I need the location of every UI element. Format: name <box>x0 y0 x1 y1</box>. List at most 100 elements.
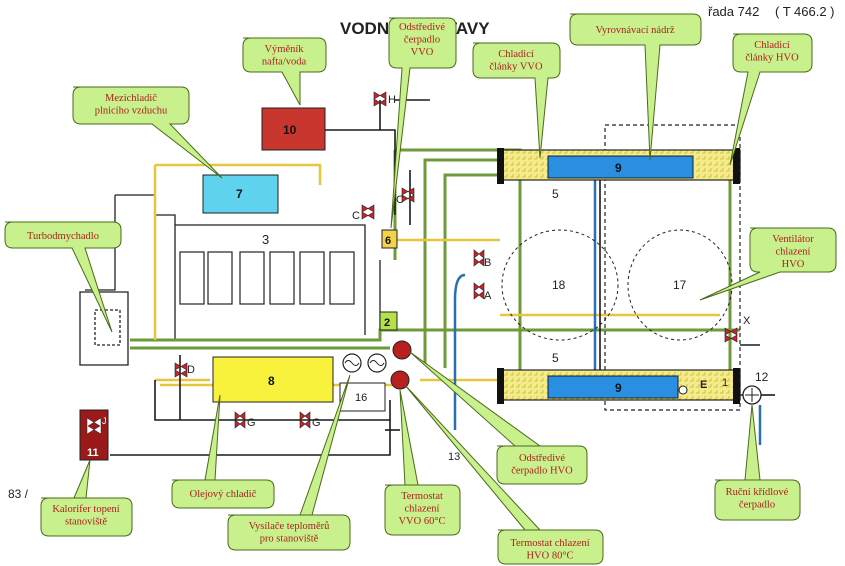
valve-h-icon <box>373 91 387 107</box>
valve-c1-label: C <box>352 210 360 222</box>
callout-pump-hvo-line-2: čerpadlo HVO <box>511 466 573 477</box>
callout-pump-hvo-line-1: Odstředivé <box>519 453 565 464</box>
svg-text:12: 12 <box>755 370 769 384</box>
callout-oil-pointer <box>204 394 221 481</box>
callout-cells-hvo-line-2: články HVO <box>745 53 799 64</box>
temperature-sensors: 16 <box>339 353 387 412</box>
svg-text:6: 6 <box>385 235 391 247</box>
thermostat-icon <box>390 370 410 390</box>
drain-label: 13 <box>448 451 460 463</box>
pump-hvo-icon <box>392 340 412 360</box>
callout-handpump-line-1: Ruční křídlové <box>726 487 789 498</box>
callout-intercooler-line-1: Mezichladič <box>105 93 157 104</box>
valves <box>174 91 738 429</box>
valve-x-label: X <box>743 315 751 327</box>
svg-text:16: 16 <box>355 392 367 404</box>
callout-therm60-line-1: Termostat <box>401 491 443 502</box>
svg-text:17: 17 <box>673 278 687 292</box>
callout-handpump-line-2: čerpadlo <box>739 500 775 511</box>
cylinders <box>179 251 355 305</box>
valve-g1-icon <box>234 411 246 429</box>
svg-text:10: 10 <box>283 123 297 137</box>
callout-fan-box <box>699 227 837 301</box>
svg-text:9: 9 <box>615 161 622 175</box>
hand-pump: 12 <box>742 370 769 405</box>
callout-sensors-pointer <box>299 374 351 516</box>
callout-exchanger-line-2: nafta/voda <box>262 57 307 68</box>
valve-j-label: J <box>102 416 107 426</box>
callout-exchanger-box <box>242 37 327 106</box>
radiator-top: 9 <box>547 155 694 179</box>
pipes-black <box>110 99 775 456</box>
callout-exchanger-line-1: Výměník <box>264 44 304 55</box>
callout-cells-vvo-box <box>472 42 561 159</box>
valve-x-icon <box>724 327 738 343</box>
callout-cells-vvo-line-1: Chladicí <box>498 49 534 60</box>
callout-oil-box <box>171 479 275 509</box>
callout-turbo-box <box>4 221 122 333</box>
valve-d-icon <box>174 362 188 378</box>
callout-cells-hvo-box <box>729 33 813 166</box>
valve-c2-label: C <box>396 194 404 206</box>
oil-cooler-block: 8 <box>212 356 334 403</box>
callout-therm60-line-2: chlazení <box>405 504 440 515</box>
callout-intercooler-box <box>72 86 223 179</box>
cab-heater: 11 <box>79 409 109 461</box>
valve-a-icon <box>473 282 485 300</box>
pump-vvo-marker: 6 <box>381 229 398 249</box>
pipes-blue <box>453 180 762 445</box>
valve-h-label: H <box>388 94 396 106</box>
callout-sensors-line-2: pro stanoviště <box>260 534 319 545</box>
callout-therm60-line-3: VVO 60°C <box>398 516 445 527</box>
callout-therm80-line-1: Termostat chlazení <box>510 538 590 549</box>
callout-cells-hvo-line-1: Chladicí <box>754 40 790 51</box>
callout-heater-line-2: stanoviště <box>65 517 107 528</box>
callout-pump-vvo-line-2: čerpadlo <box>404 35 440 46</box>
check-valve-label: E <box>700 379 707 391</box>
callout-therm60-pointer <box>399 389 419 486</box>
section-label-bottom: 5 <box>552 351 559 365</box>
callout-pump-hvo-box <box>496 445 588 485</box>
callout-handpump-box <box>714 479 801 521</box>
valve-c2-icon <box>401 187 415 203</box>
section-label-top: 5 <box>552 187 559 201</box>
radiator-end-left-top <box>497 148 504 184</box>
pump-hvo-marker: 2 <box>379 311 398 331</box>
callout-turbo-line-1: Turbodmychadlo <box>27 231 99 242</box>
svg-text:9: 9 <box>615 381 622 395</box>
charge-air-cooler: 7 <box>202 174 279 214</box>
callout-intercooler-line-2: plnicího vzduchu <box>95 106 168 117</box>
radiator-end-right-bottom <box>733 368 740 404</box>
callout-pump-vvo-box <box>388 17 457 229</box>
callout-fan-line-1: Ventilátor <box>772 234 814 245</box>
callout-cells-vvo-line-2: články VVO <box>489 62 543 73</box>
callout-pump-vvo-line-1: Odstředivé <box>399 22 445 33</box>
callout-heater-line-1: Kalorifer topení <box>52 504 119 515</box>
valve-b-icon <box>473 249 485 267</box>
drain-plug <box>678 385 688 395</box>
valve-g2-label: G <box>312 417 321 429</box>
radiator-end-left-bottom <box>497 368 504 404</box>
valve-c1-icon <box>361 204 375 220</box>
callout-sensors-line-1: Vysílače teploměrů <box>249 521 331 532</box>
svg-text:11: 11 <box>87 447 99 459</box>
type-label: ( T 466.2 ) <box>775 4 835 19</box>
callouts <box>4 13 837 565</box>
marker-1: 1 <box>722 377 728 389</box>
callout-heater-box <box>40 497 133 537</box>
fuel-water-exchanger: 10 <box>261 107 326 151</box>
radiator-end-right-top <box>733 148 740 184</box>
callout-therm80-box <box>497 529 604 565</box>
callout-fan-line-2: chlazení <box>776 247 811 258</box>
fan-hvo: 17 <box>627 229 733 341</box>
callout-therm80-pointer <box>404 384 542 531</box>
engine-number: 3 <box>262 232 269 247</box>
radiator-bottom: 9 <box>547 375 679 399</box>
valve-b-label: B <box>484 257 491 269</box>
svg-text:8: 8 <box>268 374 275 388</box>
callout-tank-line-1: Vyrovnávací nádrž <box>595 25 674 36</box>
svg-text:18: 18 <box>552 278 566 292</box>
callout-therm80-line-2: HVO 80°C <box>526 551 573 562</box>
valve-g1-label: G <box>247 417 256 429</box>
